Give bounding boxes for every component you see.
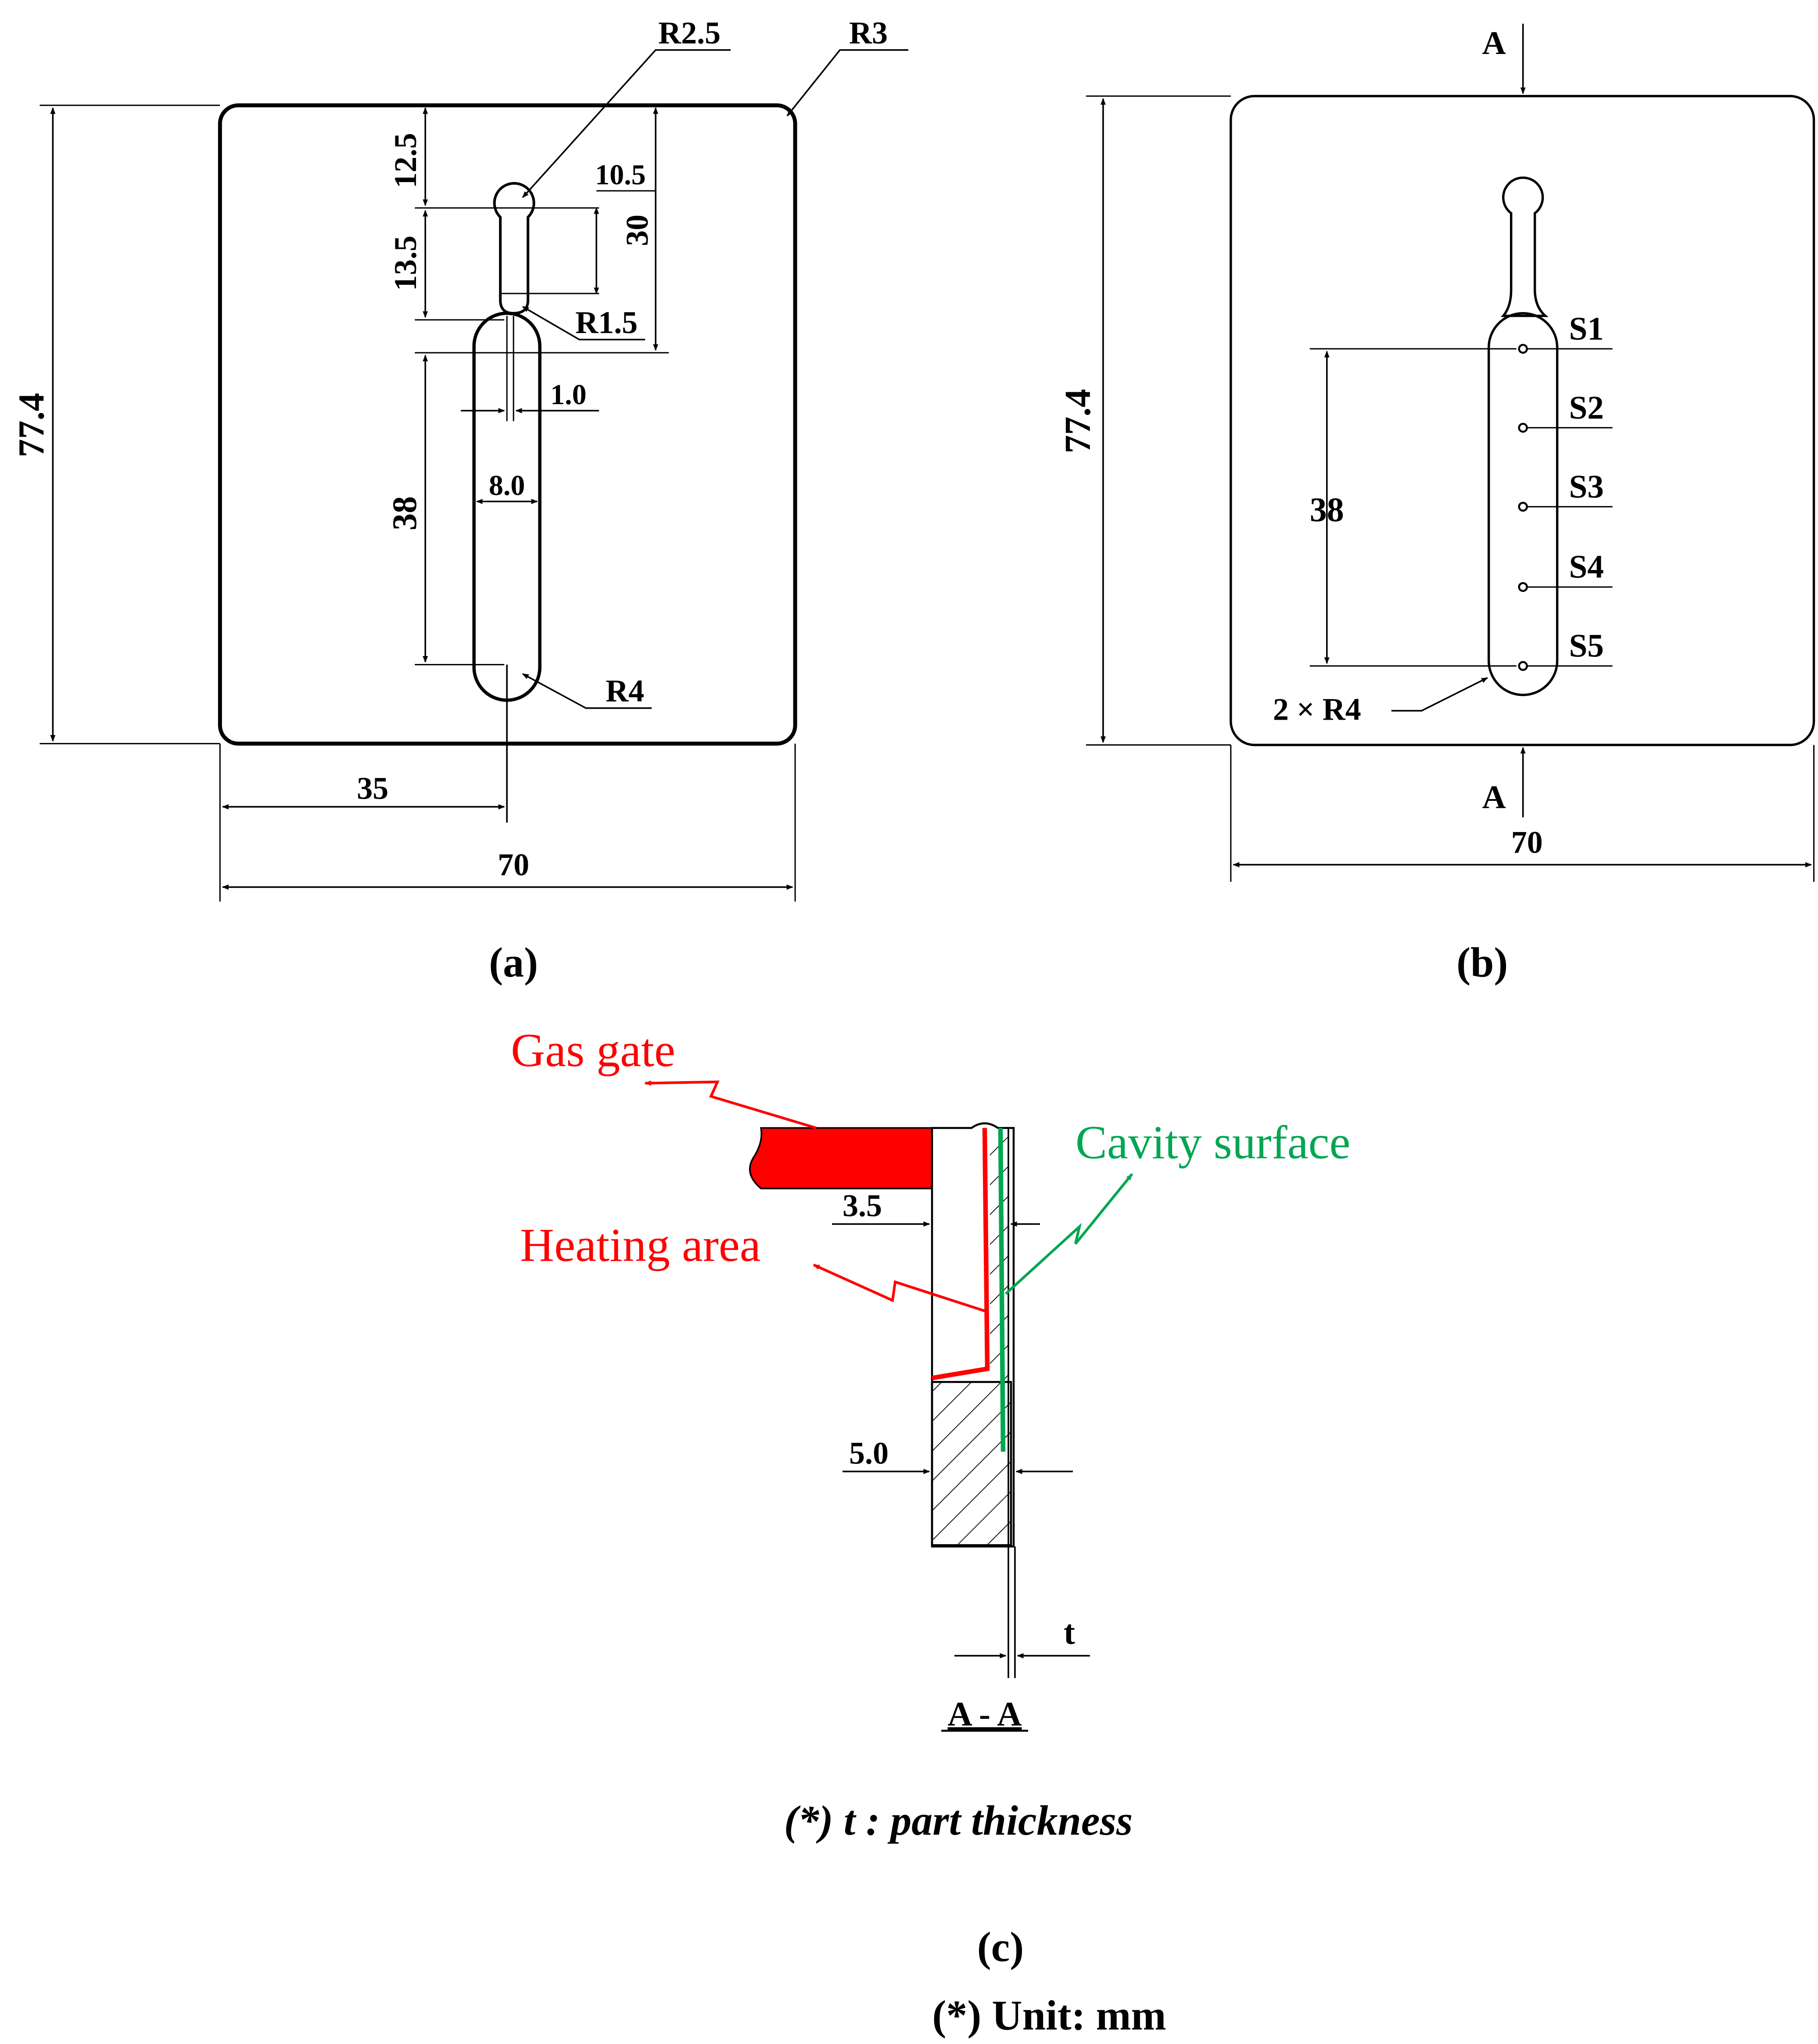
sensor-label: S4 [1569,549,1604,585]
label-2xr4: 2 × R4 [1273,692,1361,727]
label-r4: R4 [606,674,644,709]
label-77-4-a: 77.4 [11,393,52,457]
sensor-item: S1 [1518,311,1613,354]
sensor-item: S3 [1518,469,1613,512]
label-77-4-b: 77.4 [1058,389,1098,453]
label-8-0: 8.0 [489,470,525,502]
label-t: t [1064,1614,1075,1651]
label-38-a: 38 [386,496,423,531]
label-section-a-bottom: A [1482,779,1506,816]
label-70-b: 70 [1511,825,1543,860]
plate-outline-b [1230,95,1815,746]
plate-outline-a [218,103,797,746]
label-3-5: 3.5 [843,1188,882,1223]
label-38-b: 38 [1310,491,1344,529]
mould-body [931,1122,1015,1548]
sensor-label: S1 [1569,311,1604,347]
slot-b [1488,312,1559,696]
sensor-item: S4 [1518,549,1613,592]
label-1-0: 1.0 [550,379,586,411]
label-heating-area: Heating area [520,1219,760,1271]
label-5-0: 5.0 [849,1435,889,1470]
label-10-5: 10.5 [595,159,645,191]
caption-b: (b) [1456,939,1508,986]
label-r2-5: R2.5 [658,15,721,50]
label-gas-gate: Gas gate [511,1024,675,1076]
note-part-thickness: (*) t : part thickness [784,1797,1133,1844]
label-cavity-surface: Cavity surface [1076,1116,1351,1169]
unit-note: (*) Unit: mm [932,1992,1166,2039]
sensor-label: S5 [1569,628,1604,664]
caption-a: (a) [489,939,538,986]
insulation-block [931,1381,1012,1546]
label-13-5: 13.5 [388,236,423,291]
cavity-surface-line [998,1128,1006,1452]
label-35: 35 [357,771,388,806]
sensor-label: S2 [1569,390,1604,426]
sensor-item: S2 [1518,390,1613,433]
gas-gate [749,1127,933,1190]
label-r1-5: R1.5 [575,305,638,340]
panel-c: Gas gate Cavity surface Heating area 3.5… [511,1024,1350,1970]
label-70-a: 70 [498,847,529,882]
label-section-a-top: A [1482,25,1506,61]
heating-area-line [932,1128,990,1381]
label-r3: R3 [849,15,888,50]
panel-a: R2.5 R3 R1.5 R4 12.5 13.5 10.5 30 1.0 8.… [11,15,909,986]
sensor-list: S1 S2 S3 S4 S5 [1518,311,1613,671]
keyhole-top-b [1500,176,1549,317]
label-12-5: 12.5 [388,133,423,188]
panel-b: S1 S2 S3 S4 S5 [1058,23,1815,986]
label-section-aa: A - A [947,1695,1022,1733]
sensor-item: S5 [1518,628,1613,671]
label-30: 30 [620,215,655,246]
caption-c: (c) [977,1923,1024,1970]
sensor-label: S3 [1569,469,1604,505]
